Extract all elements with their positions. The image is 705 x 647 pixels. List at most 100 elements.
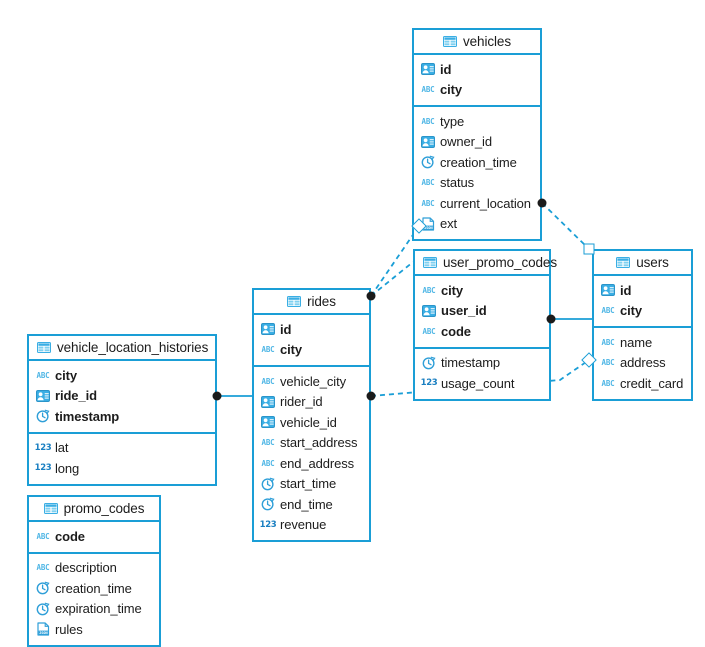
number-icon: 123 (34, 442, 52, 453)
primary-key-row-id[interactable]: id (254, 319, 369, 340)
field-label: code (441, 323, 471, 339)
field-label: address (620, 355, 666, 371)
field-label: creation_time (440, 154, 517, 170)
string-icon: ABC (261, 438, 275, 447)
field-row-end_time[interactable]: end_time (254, 494, 369, 515)
entity-header-rides[interactable]: rides (254, 290, 369, 315)
connector-rides-to-user-promo-codes (370, 261, 414, 297)
uuid-icon (261, 395, 275, 409)
field-row-expiration_time[interactable]: expiration_time (29, 599, 159, 620)
entity-title: user_promo_codes (443, 255, 557, 270)
uuid-icon (422, 304, 436, 318)
relationship-endpoint-dot-vehicle-location-histories-to-rides-from (212, 391, 222, 401)
relationship-endpoint-dot-user-promo-codes-to-users-from (546, 314, 556, 324)
entity-header-promo_codes[interactable]: promo_codes (29, 497, 159, 522)
field-label: credit_card (620, 375, 684, 391)
field-label: timestamp (55, 408, 120, 424)
timestamp-icon (261, 497, 275, 511)
entity-header-vehicles[interactable]: vehicles (414, 30, 540, 55)
primary-key-row-id[interactable]: id (594, 280, 691, 301)
uuid-icon (421, 62, 435, 76)
svg-text:JSON: JSON (39, 631, 48, 635)
field-label: revenue (280, 517, 327, 533)
string-icon: ABC (261, 376, 275, 386)
table-icon (443, 35, 457, 49)
entity-header-user_promo_codes[interactable]: user_promo_codes (415, 251, 557, 276)
primary-key-row-id[interactable]: id (414, 59, 540, 80)
primary-key-row-timestamp[interactable]: timestamp (29, 406, 215, 427)
field-row-vehicle_id[interactable]: vehicle_id (254, 412, 369, 433)
entity-header-vehicle_location_histories[interactable]: vehicle_location_histories (29, 336, 215, 361)
number-icon: 123 (34, 463, 52, 473)
relationship-endpoint-square-open-vehicles-to-users-to (583, 243, 595, 255)
string-icon: ABC (261, 345, 275, 354)
string-icon: ABC (36, 370, 50, 380)
primary-key-row-city[interactable]: ABC city (594, 301, 691, 322)
field-label: vehicle_city (280, 373, 346, 389)
field-label: vehicle_id (280, 414, 337, 430)
field-label: ext (440, 216, 458, 232)
string-icon: ABC (422, 285, 436, 295)
primary-key-row-code[interactable]: ABC code (415, 321, 549, 342)
field-label: user_id (441, 303, 487, 319)
field-row-rider_id[interactable]: rider_id (254, 392, 369, 413)
field-row-timestamp[interactable]: timestamp (415, 353, 549, 374)
field-label: city (440, 82, 463, 98)
field-row-creation_time[interactable]: creation_time (29, 578, 159, 599)
field-label: city (55, 367, 78, 383)
string-icon: ABC (421, 116, 435, 126)
timestamp-icon (36, 602, 50, 616)
field-label: status (440, 175, 475, 191)
table-icon (423, 256, 437, 270)
timestamp-icon (36, 581, 50, 595)
primary-key-row-ride_id[interactable]: ride_id (29, 386, 215, 407)
entity-title: promo_codes (63, 501, 145, 516)
entity-header-users[interactable]: users (594, 251, 691, 276)
field-label: id (440, 61, 452, 77)
table-icon (287, 295, 302, 309)
field-label: id (280, 321, 292, 337)
field-label: owner_id (440, 134, 492, 150)
field-row-owner_id[interactable]: owner_id (414, 132, 540, 153)
field-row-creation_time[interactable]: creation_time (414, 152, 540, 173)
field-row-start_time[interactable]: start_time (254, 474, 369, 495)
primary-key-row-user_id[interactable]: user_id (415, 301, 549, 322)
field-label: city (620, 303, 643, 319)
string-icon: ABC (601, 306, 615, 315)
uuid-icon (601, 283, 615, 297)
timestamp-icon (421, 155, 435, 169)
string-icon: ABC (422, 326, 436, 336)
field-row-vehicle_city[interactable]: ABC vehicle_city (254, 371, 369, 392)
field-label: name (620, 334, 653, 350)
primary-key-row-city[interactable]: ABC city (29, 365, 215, 386)
